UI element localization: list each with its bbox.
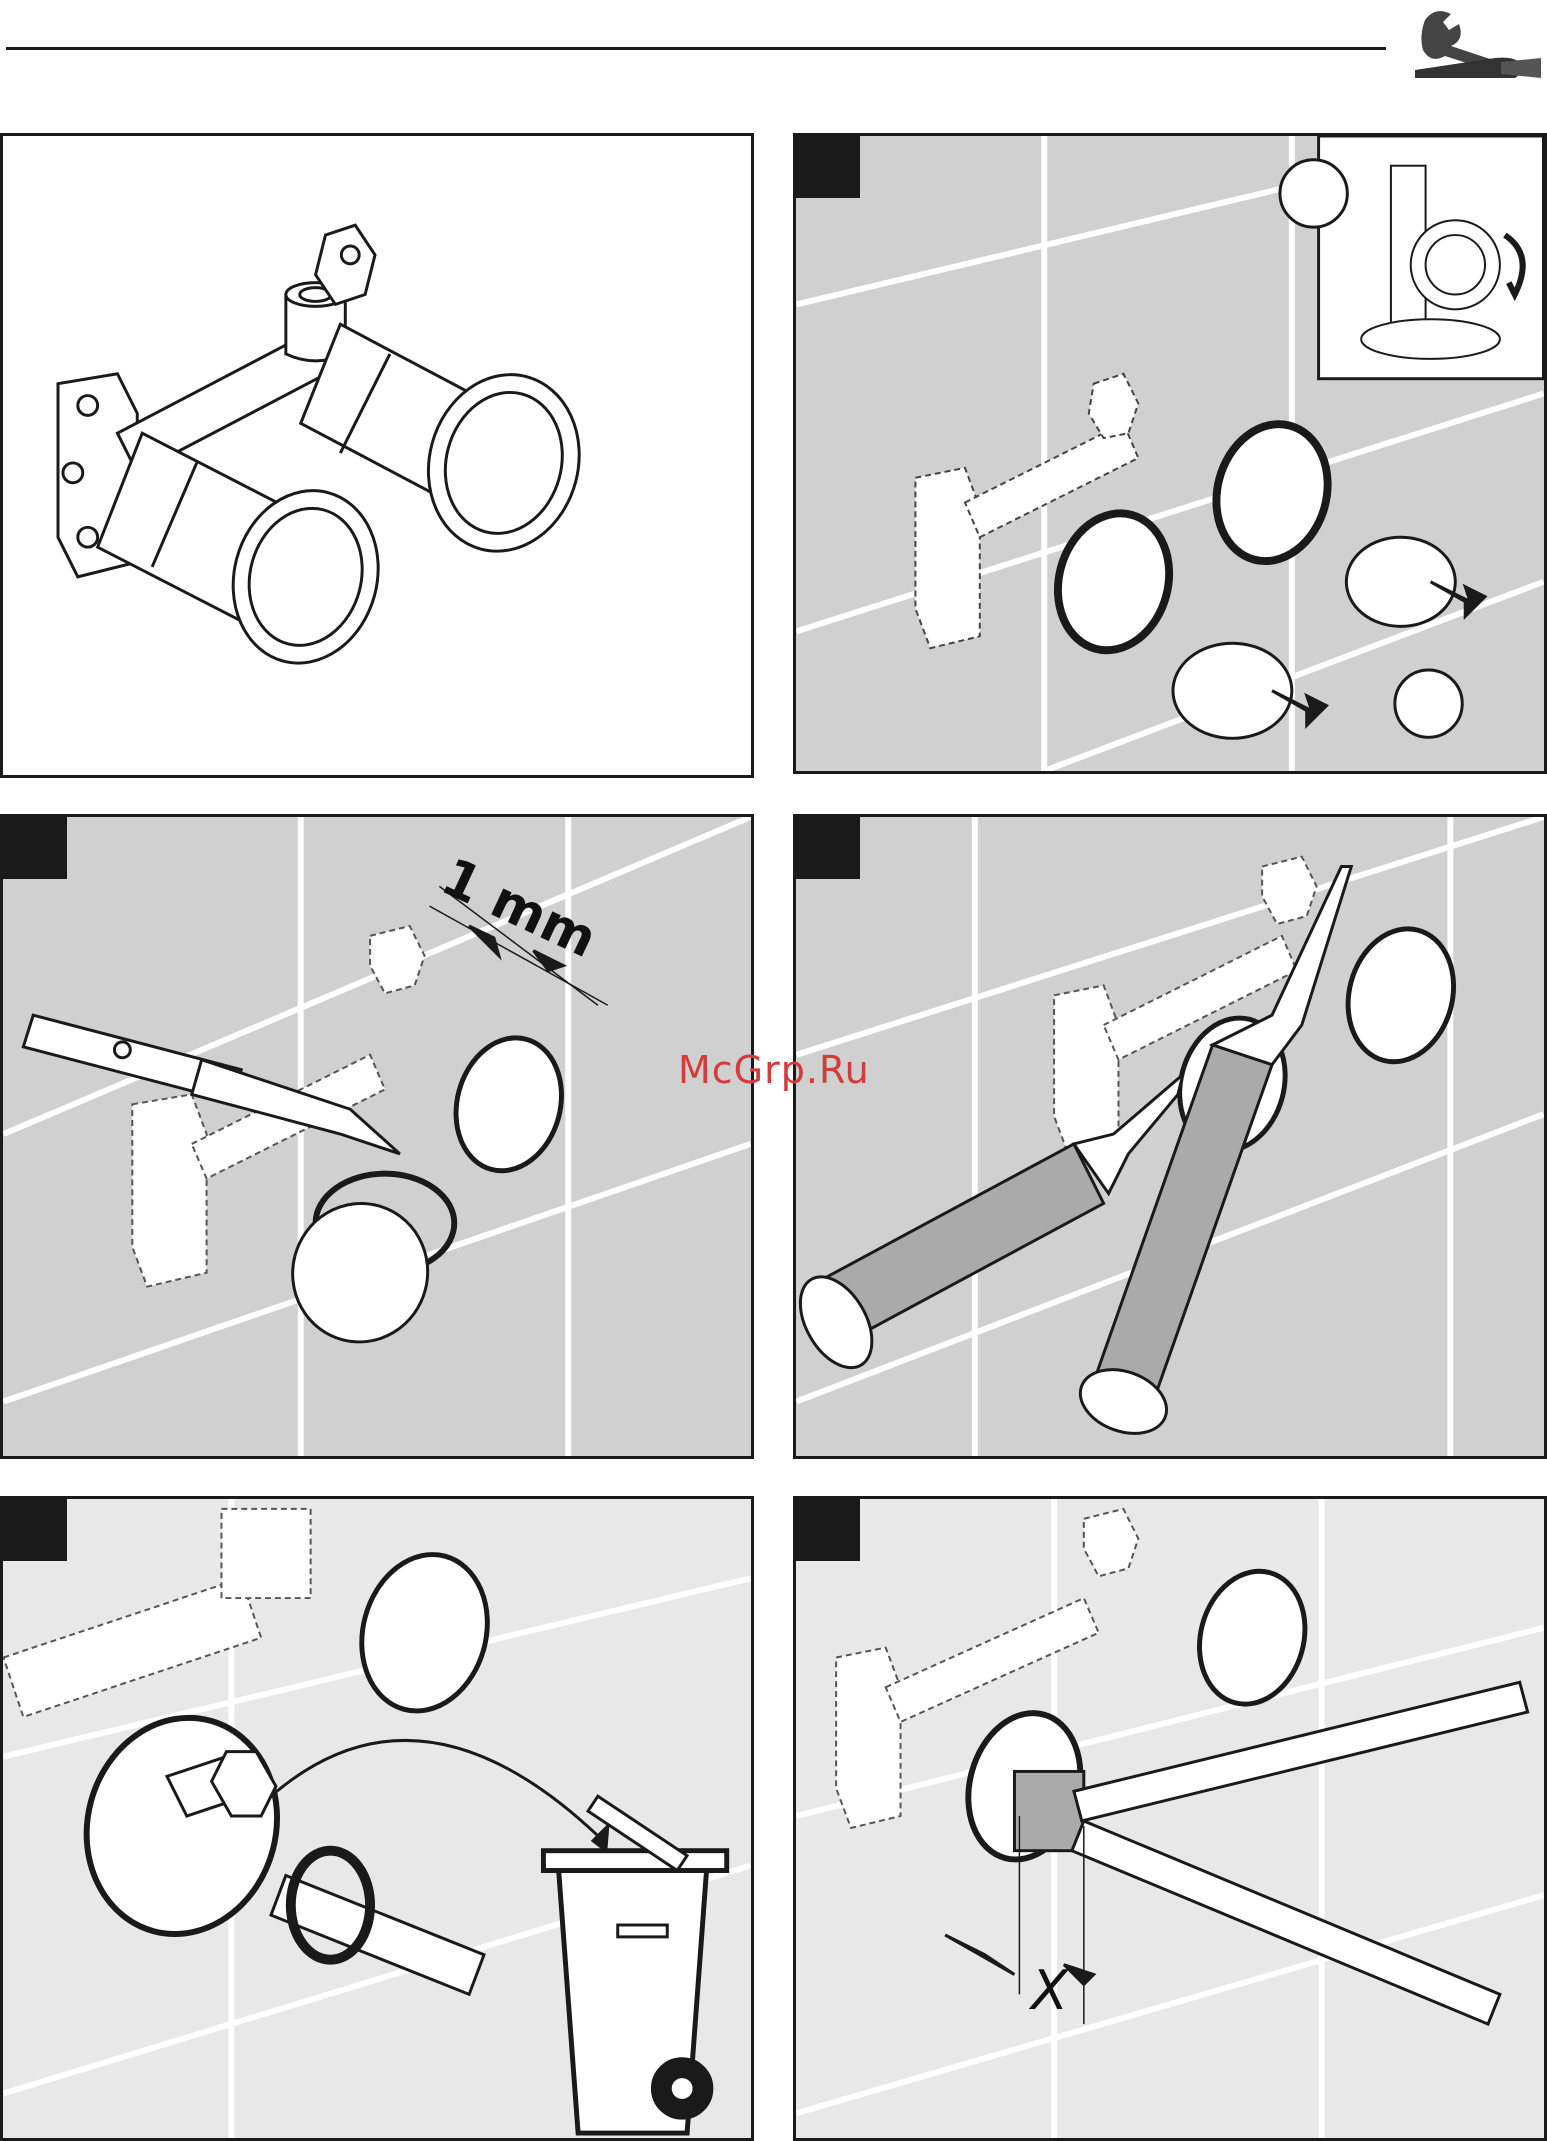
step-badge [796, 136, 860, 198]
panel-1-valve-body [0, 133, 754, 778]
apply-sealant-illustration [796, 817, 1544, 1456]
step-badge [796, 817, 860, 879]
panel-6-measure-depth: X [793, 1496, 1547, 2141]
panel-2-remove-caps [793, 133, 1547, 774]
panel-5-remove-plug [0, 1496, 754, 2141]
wall-valve-body-illustration [3, 136, 751, 775]
measure-depth-illustration [796, 1499, 1544, 2138]
remove-caps-illustration [796, 136, 1544, 771]
step-badge [796, 1499, 860, 1561]
panel-3-cut-protector: 1 mm [0, 814, 754, 1459]
dimension-label: X [1031, 1959, 1068, 2022]
step-badge [3, 817, 67, 879]
wrench-screwdriver-icon [1405, 0, 1547, 95]
panel-4-apply-sealant [793, 814, 1547, 1459]
remove-plug-dispose-illustration [3, 1499, 751, 2138]
step-badge [3, 1499, 67, 1561]
watermark-text: McGrp.Ru [678, 1048, 870, 1092]
header-rule [6, 47, 1386, 50]
cut-protector-illustration [3, 817, 751, 1456]
